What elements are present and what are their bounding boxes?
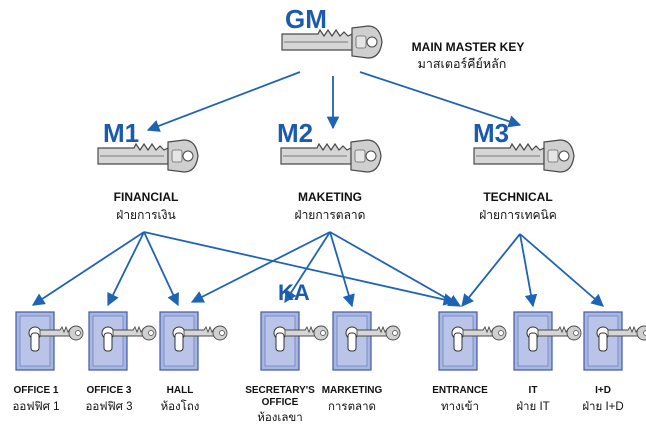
m2-code: M2 [277,118,313,148]
arrow-m1-entrance [143,231,457,306]
arrow-m1-office1 [31,231,145,306]
door-label-th: ฝ่าย I+D [582,401,623,413]
arrow-m3-id [519,233,604,307]
arrow-m2-entrance [329,231,462,307]
arrow-m1-hall [143,231,179,307]
m1-label-th: ฝ่ายการเงิน [116,208,175,222]
arrows-top [146,71,522,132]
arrows-bottom [31,231,604,308]
gm-label-th: มาสเตอร์คีย์หลัก [418,57,507,71]
m1-code: M1 [103,118,139,148]
door-label-en: IT [529,385,538,396]
m2-label-th: ฝ่ายการตลาด [295,208,366,222]
door-label-en: OFFICE 1 [13,385,58,396]
arrow-m3-entrance [461,233,521,307]
m1-label-en: FINANCIAL [114,190,179,204]
m3-label-th: ฝ่ายการเทคนิค [479,208,557,222]
m3-code: M3 [473,118,509,148]
lock-icon [513,311,582,371]
door-entrance: ENTRANCE ทางเข้า [432,311,507,413]
door-marketing: MARKETING การตลาด [322,311,401,413]
door-label-en: ENTRANCE [432,385,488,396]
gm-label-en: MAIN MASTER KEY [412,40,525,54]
door-label-th: การตลาด [328,401,376,413]
arrow-m3-it [519,233,538,308]
arrow-m2-secretary [284,231,331,304]
arrow-m2-marketing [329,231,355,308]
arrow-gm-m1 [146,71,301,132]
door-label-th: ห้องโถง [161,399,200,413]
lock-icon [332,311,401,371]
lock-icon [260,311,329,371]
lock-icon [88,311,157,371]
door-label-th: ออฟฟิศ 1 [13,400,60,413]
lock-icon [583,311,646,371]
door-label-th: ห้องเลขา [257,411,302,423]
door-label-en-line2: OFFICE [262,397,299,408]
door-it: IT ฝ่าย IT [513,311,582,413]
door-label-en: OFFICE 3 [86,385,131,396]
lock-icon [438,311,507,371]
door-label-en: MARKETING [322,385,383,396]
arrow-m1-office3 [107,231,145,307]
door-id: I+D ฝ่าย I+D [582,311,646,413]
m2-label-en: MAKETING [298,190,362,204]
door-label-en: I+D [595,385,611,396]
lock-icon [15,311,84,371]
m3-label-en: TECHNICAL [483,190,552,204]
door-secretary-office: SECRETARY'S OFFICE ห้องเลขา [245,311,329,424]
door-label-th: ออฟฟิศ 3 [86,400,133,413]
ka-label: KA [278,280,310,305]
door-office-3: OFFICE 3 ออฟฟิศ 3 [86,311,157,413]
gm-code: GM [285,4,327,34]
door-label-en: SECRETARY'S [245,385,315,396]
door-label-th: ฝ่าย IT [516,401,549,413]
arrow-gm-m3 [359,71,522,128]
door-label-th: ทางเข้า [441,400,479,413]
door-office-1: OFFICE 1 ออฟฟิศ 1 [13,311,84,413]
door-hall: HALL ห้องโถง [159,311,228,413]
door-label-en: HALL [167,385,194,396]
arrow-m2-hall [190,231,331,303]
lock-icon [159,311,228,371]
